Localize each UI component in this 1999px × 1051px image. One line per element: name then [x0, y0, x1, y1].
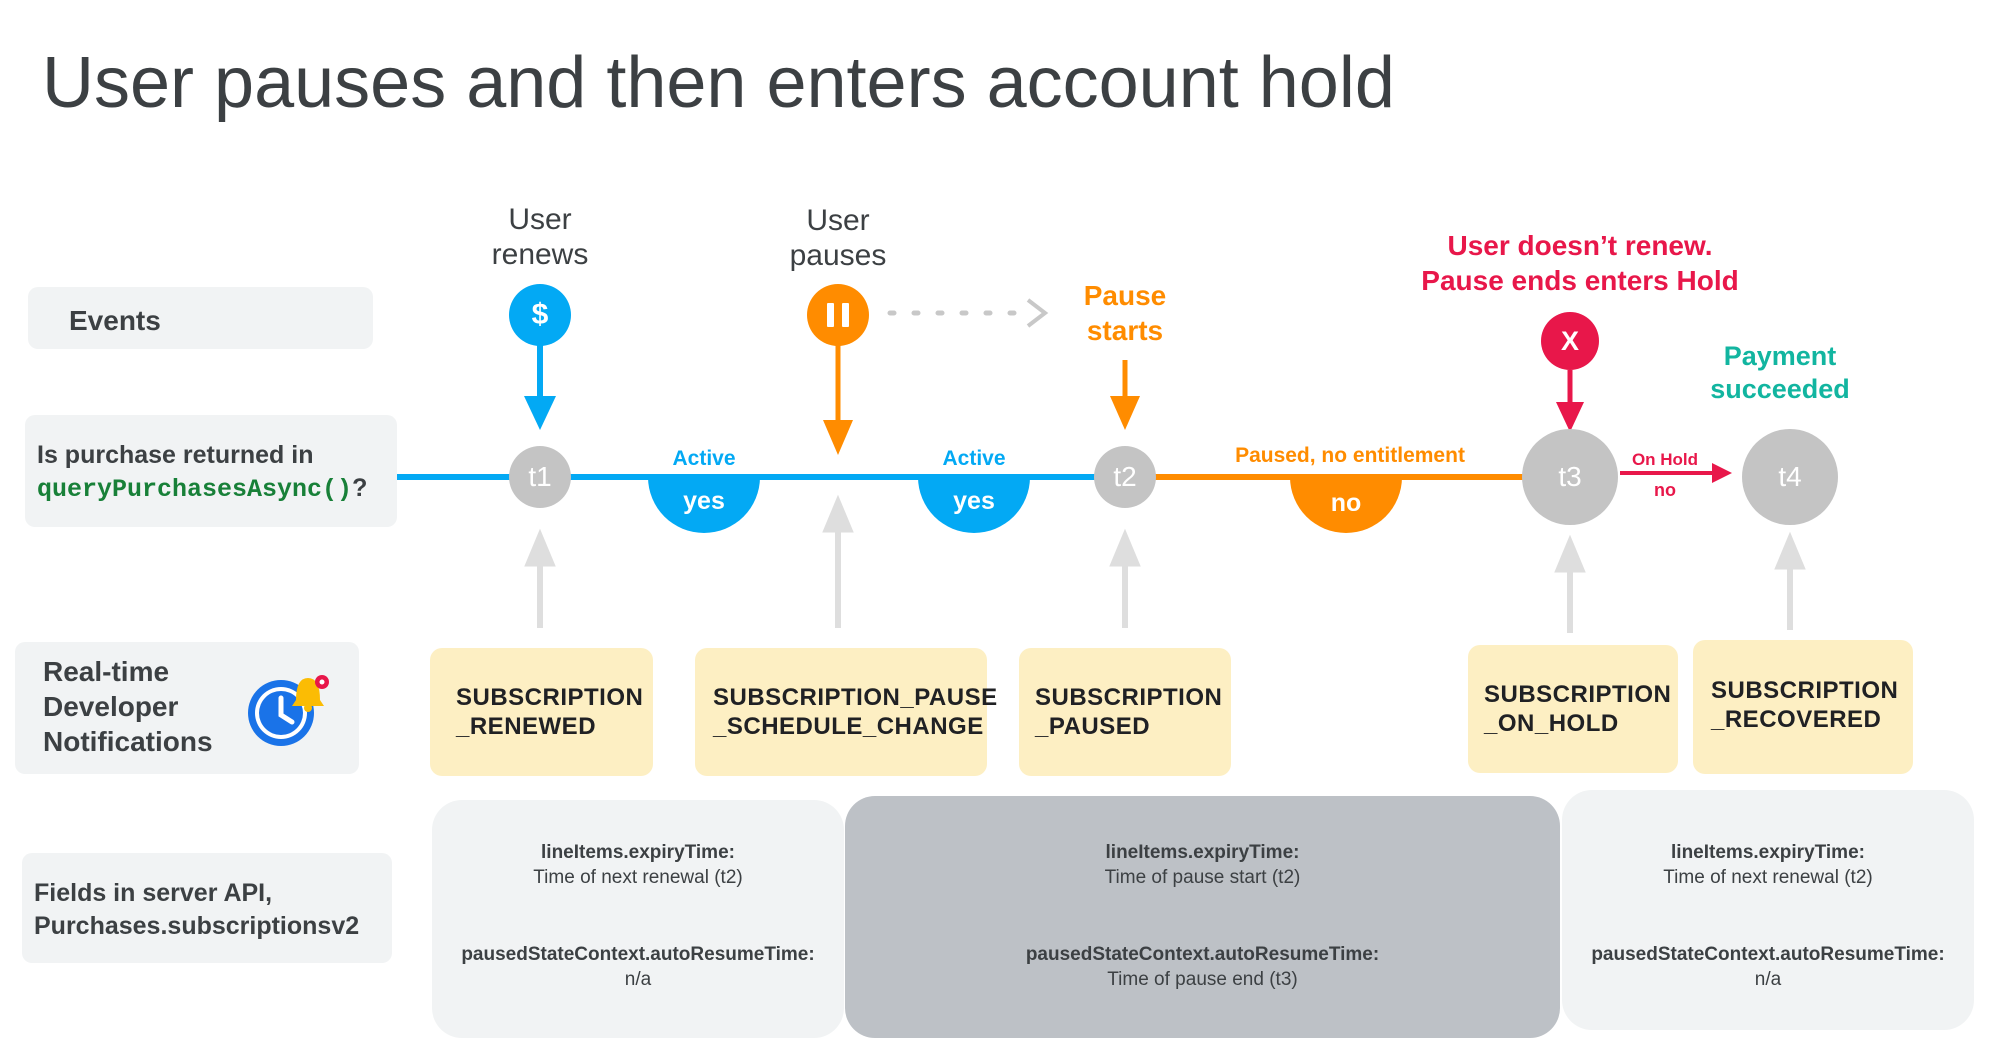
rtdn-row-label: Real-time Developer Notifications: [15, 642, 359, 774]
field-autoresume-value: n/a: [1754, 969, 1782, 990]
field-expiry-key: lineItems.expiryTime:: [541, 842, 735, 863]
rtdn-renewed-box: SUBSCRIPTION_RENEWED: [430, 648, 653, 776]
renew-arrowhead: [524, 396, 556, 430]
rtdn-paused-box: SUBSCRIPTION_PAUSED: [1019, 648, 1231, 776]
pause-arrowhead: [823, 420, 853, 455]
fields-row-text-1: Fields in server API,: [34, 879, 273, 907]
rtdn-recovered-box: SUBSCRIPTION_RECOVERED: [1693, 640, 1913, 774]
seg4-on-hold-label: On Hold: [1631, 450, 1699, 469]
clock-bell-icon: [248, 675, 329, 746]
purchase-row-label: Is purchase returned in queryPurchasesAs…: [25, 415, 397, 527]
page-title: User pauses and then enters account hold: [42, 43, 1395, 123]
rtdn-pause-line1: SUBSCRIPTION_PAUSE: [713, 684, 998, 711]
pause-icon: [807, 284, 869, 346]
field-expiry-value: Time of next renewal (t2): [1663, 867, 1873, 888]
dotted-arrowhead: [1026, 298, 1049, 328]
rtdn-paused-line2: _PAUSED: [1035, 713, 1151, 740]
rtdn-row-text-1: Real-time: [43, 656, 170, 687]
gray-up-arrows: [524, 494, 1806, 633]
field-autoresume-value: n/a: [624, 969, 652, 990]
rtdn-recovered-line1: SUBSCRIPTION: [1711, 677, 1899, 704]
seg4-no-label: no: [1654, 480, 1676, 500]
purchase-row-text: Is purchase returned in: [37, 441, 314, 469]
seg3-paused-label: Paused, no entitlement: [1235, 444, 1465, 467]
field-expiry-value: Time of next renewal (t2): [533, 867, 743, 888]
events-row-label: Events: [28, 287, 373, 349]
rtdn-row-text-3: Notifications: [43, 726, 213, 757]
rtdn-pause-line2: _SCHEDULE_CHANGE: [713, 713, 984, 740]
fields-box-paused: lineItems.expiryTime: Time of pause star…: [845, 796, 1560, 1038]
field-expiry-value: Time of pause start (t2): [1104, 867, 1301, 888]
timeline-node-t3: t3: [1522, 429, 1618, 525]
pause-starts-arrowhead: [1110, 396, 1140, 430]
fields-box-active: lineItems.expiryTime: Time of next renew…: [432, 800, 844, 1038]
timeline-node-t2: t2: [1094, 446, 1156, 508]
timeline-node-t4: t4: [1742, 429, 1838, 525]
fields-row-text-2: Purchases.subscriptionsv2: [34, 912, 360, 940]
rtdn-on-hold-box: SUBSCRIPTION_ON_HOLD: [1468, 645, 1678, 773]
field-expiry-key: lineItems.expiryTime:: [1105, 842, 1300, 863]
field-autoresume-key: pausedStateContext.autoResumeTime:: [1025, 944, 1380, 965]
rtdn-on-hold-line1: SUBSCRIPTION: [1484, 681, 1672, 708]
seg1-active-label: Active: [672, 447, 736, 470]
field-autoresume-key: pausedStateContext.autoResumeTime:: [1591, 944, 1945, 965]
fields-row-label: Fields in server API, Purchases.subscrip…: [22, 853, 392, 963]
field-autoresume-key: pausedStateContext.autoResumeTime:: [461, 944, 815, 965]
on-hold-arrowhead: [1712, 463, 1732, 483]
events-row-text: Events: [69, 305, 161, 336]
x-icon: X: [1541, 312, 1599, 370]
rtdn-on-hold-line2: _ON_HOLD: [1484, 710, 1619, 737]
rtdn-recovered-line2: _RECOVERED: [1711, 706, 1882, 733]
seg2-active-label: Active: [942, 447, 1006, 470]
fields-box-recovered: lineItems.expiryTime: Time of next renew…: [1562, 790, 1974, 1030]
purchase-question-mark: ?: [352, 474, 368, 502]
user-doesnt-renew-label: User doesn’t renew.Pause ends enters Hol…: [1421, 230, 1739, 296]
rtdn-paused-line1: SUBSCRIPTION: [1035, 684, 1223, 711]
rtdn-renewed-line1: SUBSCRIPTION: [456, 684, 644, 711]
rtdn-renewed-line2: _RENEWED: [456, 713, 597, 740]
rtdn-pause-schedule-change-box: SUBSCRIPTION_PAUSE_SCHEDULE_CHANGE: [695, 648, 997, 776]
timeline-node-t1: t1: [509, 446, 571, 508]
field-expiry-key: lineItems.expiryTime:: [1671, 842, 1865, 863]
dollar-icon: $: [509, 284, 571, 346]
purchase-code: queryPurchasesAsync(): [37, 475, 353, 504]
rtdn-row-text-2: Developer: [43, 691, 179, 722]
field-autoresume-value: Time of pause end (t3): [1107, 969, 1298, 990]
no-renew-arrowhead: [1556, 402, 1584, 432]
